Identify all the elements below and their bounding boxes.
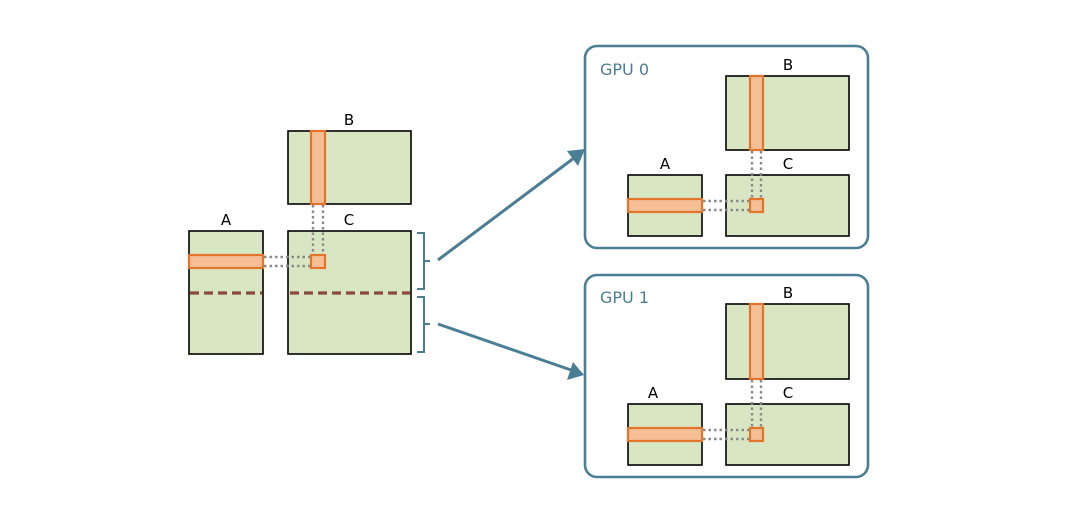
gpu-0-matrix-b-column-highlight (748, 74, 765, 152)
dotted-guide-column (311, 205, 325, 254)
gpu-0-matrix-a-label: A (660, 155, 671, 173)
gpu-1-title: GPU 1 (600, 288, 649, 307)
arrow-to-gpu-1 (437, 322, 572, 372)
matrix-b-column-highlight (309, 129, 327, 206)
matrix-a-row-highlight (187, 253, 265, 270)
distribution-arrows (437, 149, 585, 380)
gpu-0-matrix-c (725, 174, 850, 237)
gpu-0-title: GPU 0 (600, 60, 649, 79)
gpu-0-panel: GPU 0 B A C (583, 44, 870, 250)
full-matrices: B A C (187, 111, 430, 355)
gpu-1-panel: GPU 1 B A C (583, 273, 870, 479)
gpu-1-matrix-c-label: C (783, 384, 793, 402)
gpu-0-matrix-b-label: B (783, 56, 793, 74)
arrowhead-gpu-0 (567, 149, 585, 166)
top-half-brace (417, 232, 430, 290)
gpu-1-matrix-c-output-cell (748, 426, 765, 443)
gpu-1-matrix-b (725, 303, 850, 380)
gpu-0-matrix-b (725, 75, 850, 151)
gpu-1-matrix-c (725, 403, 850, 466)
matrix-c-output-cell (309, 253, 327, 270)
dotted-guide-row (264, 255, 310, 268)
gpu-1-matrix-a-row-highlight (626, 426, 704, 443)
arrowhead-gpu-1 (567, 362, 584, 380)
gpu-0-matrix-c-label: C (783, 155, 793, 173)
gpu-1-matrix-b-label: B (783, 284, 793, 302)
gpu-1-dotted-guide-column (750, 380, 763, 427)
matrix-b (287, 130, 412, 205)
gpu-0-matrix-c-output-cell (748, 197, 765, 214)
gpu-0-dotted-guide-column (750, 151, 763, 198)
gpu-1-matrix-a-label: A (648, 384, 659, 402)
bottom-half-brace (417, 296, 430, 353)
matrix-c-label: C (344, 211, 354, 229)
gpu-1-matrix-b-column-highlight (748, 302, 765, 381)
gpu-0-dotted-guide-row (703, 199, 749, 212)
arrow-to-gpu-0 (437, 156, 575, 262)
gpu-1-dotted-guide-row (703, 428, 749, 441)
matrix-a-label: A (221, 211, 232, 229)
matrix-b-label: B (344, 111, 354, 129)
gpu-0-matrix-a-row-highlight (626, 197, 704, 214)
